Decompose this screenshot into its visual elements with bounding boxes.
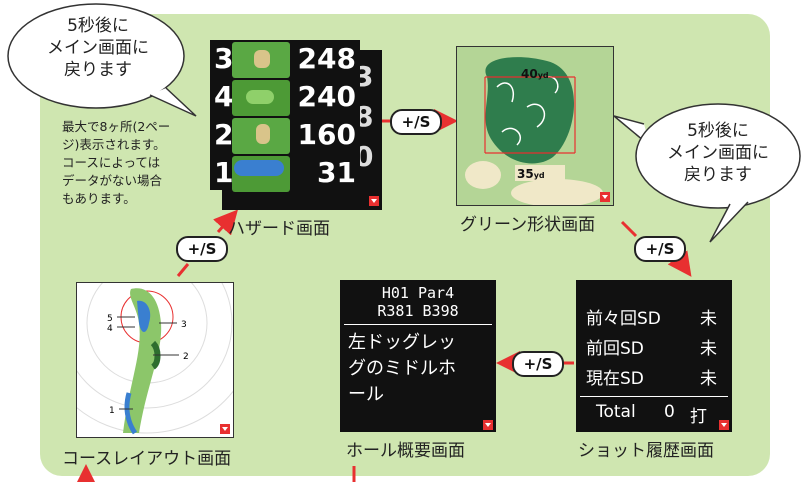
green-width-label: 40yd	[521, 67, 549, 81]
hazard-row-number: 1	[214, 156, 234, 189]
hole-overview-screen: H01 Par4 R381 B398 左ドッグレッ グのミドルホ ール	[340, 280, 496, 432]
hole-description: 左ドッグレッ グのミドルホ ール	[348, 332, 456, 405]
marker-3: 3	[181, 320, 187, 330]
green-screen-caption: グリーン形状画面	[460, 215, 596, 235]
arrow-layout-to-hazard-b	[213, 209, 238, 236]
hazard-screen: 3 248 4 240 2 160 1 31	[210, 40, 360, 192]
hole-screen-caption: ホール概要画面	[346, 441, 465, 461]
bubble-line: メイン画面に	[47, 38, 149, 58]
marker-5: 5	[107, 314, 113, 324]
bubble-line: 戻ります	[684, 165, 752, 185]
plus-s-button-green-shot[interactable]: +/S	[634, 236, 686, 262]
bubble-line: 5秒後に	[687, 121, 749, 141]
shot-row-value: 未	[700, 309, 717, 329]
marker-2: 2	[183, 352, 189, 362]
shot-row-label: 現在SD	[586, 369, 644, 389]
hole-yardage-line: R381 B398	[377, 302, 459, 320]
hazard-thumb-fairway	[232, 80, 290, 116]
shot-row-label: 前々回SD	[586, 309, 661, 329]
hazard-row-number: 4	[214, 80, 234, 113]
layout-screen-caption: コースレイアウト画面	[62, 449, 232, 469]
hazard-row-distance: 248	[297, 42, 356, 75]
hole-divider	[344, 324, 492, 325]
shot-total-unit: 打	[690, 407, 707, 427]
page-down-icon	[369, 196, 379, 206]
page-down-icon	[483, 420, 493, 430]
course-layout-screen: 5 4 3 2 1	[36, 212, 258, 438]
shot-total-label: Total	[596, 402, 636, 422]
bubble-top-left-text: 5秒後に メイン画面に 戻ります	[28, 15, 168, 81]
bubble-line: 戻ります	[64, 60, 132, 80]
speech-bubble-right	[613, 103, 801, 243]
speech-bubble-top-left	[7, 3, 197, 117]
hole-par-line: H01 Par4	[381, 284, 455, 302]
green-shape-screen: 40yd 35yd	[456, 46, 614, 207]
shot-divider	[580, 396, 728, 397]
green-depth-label: 35yd	[517, 167, 545, 181]
shot-row-value: 未	[700, 339, 717, 359]
hazard-row-distance: 31	[317, 156, 356, 189]
marker-1: 1	[109, 406, 115, 416]
hazard-row-distance: 160	[297, 118, 356, 151]
bubble-line: 5秒後に	[67, 16, 129, 36]
arrow-green-to-shot-a	[620, 220, 638, 238]
page-down-icon	[719, 420, 729, 430]
shot-row-value: 未	[700, 369, 717, 389]
bubble-line: メイン画面に	[667, 143, 769, 163]
hazard-row-number: 2	[214, 118, 234, 151]
arrow-layout-to-hazard-a	[176, 263, 190, 277]
hazard-screen-caption: ハザード画面	[228, 219, 330, 239]
shot-history-screen: 前々回SD 未 前回SD 未 現在SD 未 Total 0 打	[576, 280, 732, 432]
hazard-note: 最大で8ヶ所(2ペー ジ)表示されます。 コースによっては データがない場合 も…	[62, 119, 171, 206]
hazard-row-number: 3	[214, 42, 234, 75]
shot-row-label: 前回SD	[586, 339, 644, 359]
hazard-row-distance: 240	[297, 80, 356, 113]
shot-total-value: 0	[664, 402, 675, 422]
hazard-thumb-water	[232, 156, 290, 192]
course-layout-graphic: 5 4 3 2 1	[36, 212, 258, 435]
plus-s-button-hazard-green[interactable]: +/S	[390, 109, 442, 135]
page-down-icon	[600, 192, 610, 202]
page-down-icon	[220, 424, 230, 434]
bubble-right-text: 5秒後に メイン画面に 戻ります	[648, 120, 788, 186]
plus-s-button-layout-hazard[interactable]: +/S	[176, 236, 228, 262]
plus-s-button-shot-hole[interactable]: +/S	[512, 351, 564, 377]
hazard-thumb-bunker	[232, 118, 290, 154]
green-shape-graphic	[465, 57, 603, 207]
hazard-thumb-bunker	[232, 42, 290, 78]
shot-screen-caption: ショット履歴画面	[578, 441, 714, 461]
marker-4: 4	[107, 324, 113, 334]
